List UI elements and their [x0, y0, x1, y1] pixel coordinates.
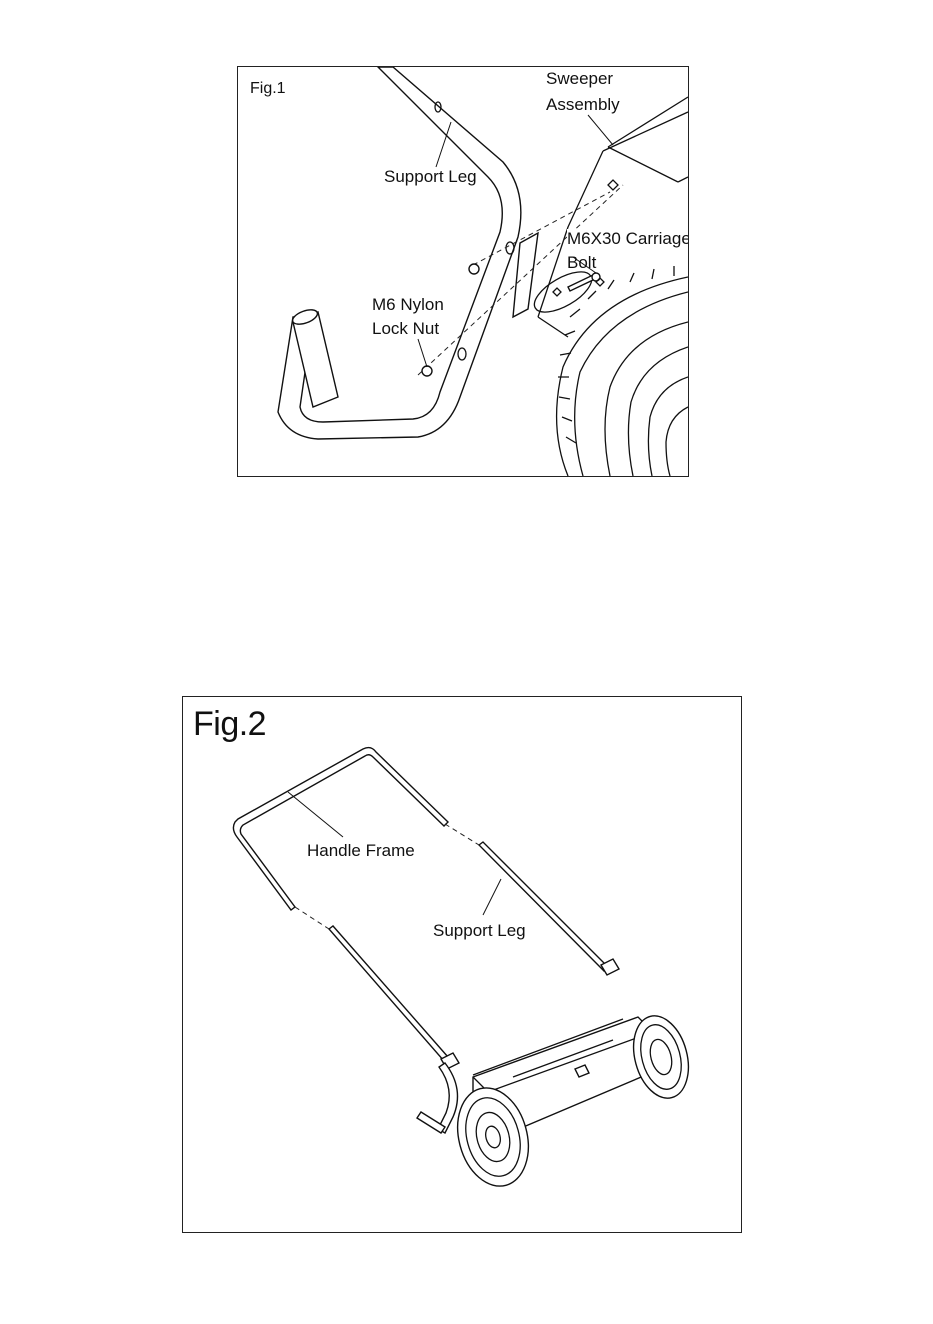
- label-support-leg-2: Support Leg: [433, 921, 526, 941]
- leader-sweeper: [588, 115, 613, 145]
- label-lock-nut: Lock Nut: [372, 319, 439, 339]
- label-m6-nylon: M6 Nylon: [372, 295, 444, 315]
- support-leg-right: [479, 842, 608, 971]
- sweeper-housing: [538, 97, 688, 337]
- figure-2-title: Fig.2: [193, 705, 266, 743]
- label-sweeper: Sweeper: [546, 69, 613, 89]
- label-handle-frame: Handle Frame: [307, 841, 415, 861]
- figure-1-drawing: [238, 67, 688, 476]
- join-right: [445, 824, 479, 845]
- lock-nut-upper: [469, 264, 479, 274]
- figure-2-drawing: [183, 697, 741, 1232]
- leader-handle-frame: [288, 792, 343, 837]
- support-leg-left: [329, 926, 448, 1061]
- figure-2-panel: Fig.2 Handle Frame Support Leg: [182, 696, 742, 1233]
- leader-support-leg: [483, 879, 501, 915]
- label-support-leg: Support Leg: [384, 167, 477, 187]
- figure-1-title: Fig.1: [250, 79, 286, 99]
- handle-frame: [233, 748, 448, 910]
- figure-1-panel: Fig.1 Sweeper Assembly Support Leg M6X30…: [237, 66, 689, 477]
- label-bolt: Bolt: [567, 253, 596, 273]
- leader-nut: [418, 339, 427, 367]
- knob-right: [601, 959, 619, 975]
- lock-nut-lower: [422, 366, 432, 376]
- label-assembly: Assembly: [546, 95, 620, 115]
- label-carriage-bolt: M6X30 Carriage: [567, 229, 689, 249]
- join-left: [295, 907, 329, 929]
